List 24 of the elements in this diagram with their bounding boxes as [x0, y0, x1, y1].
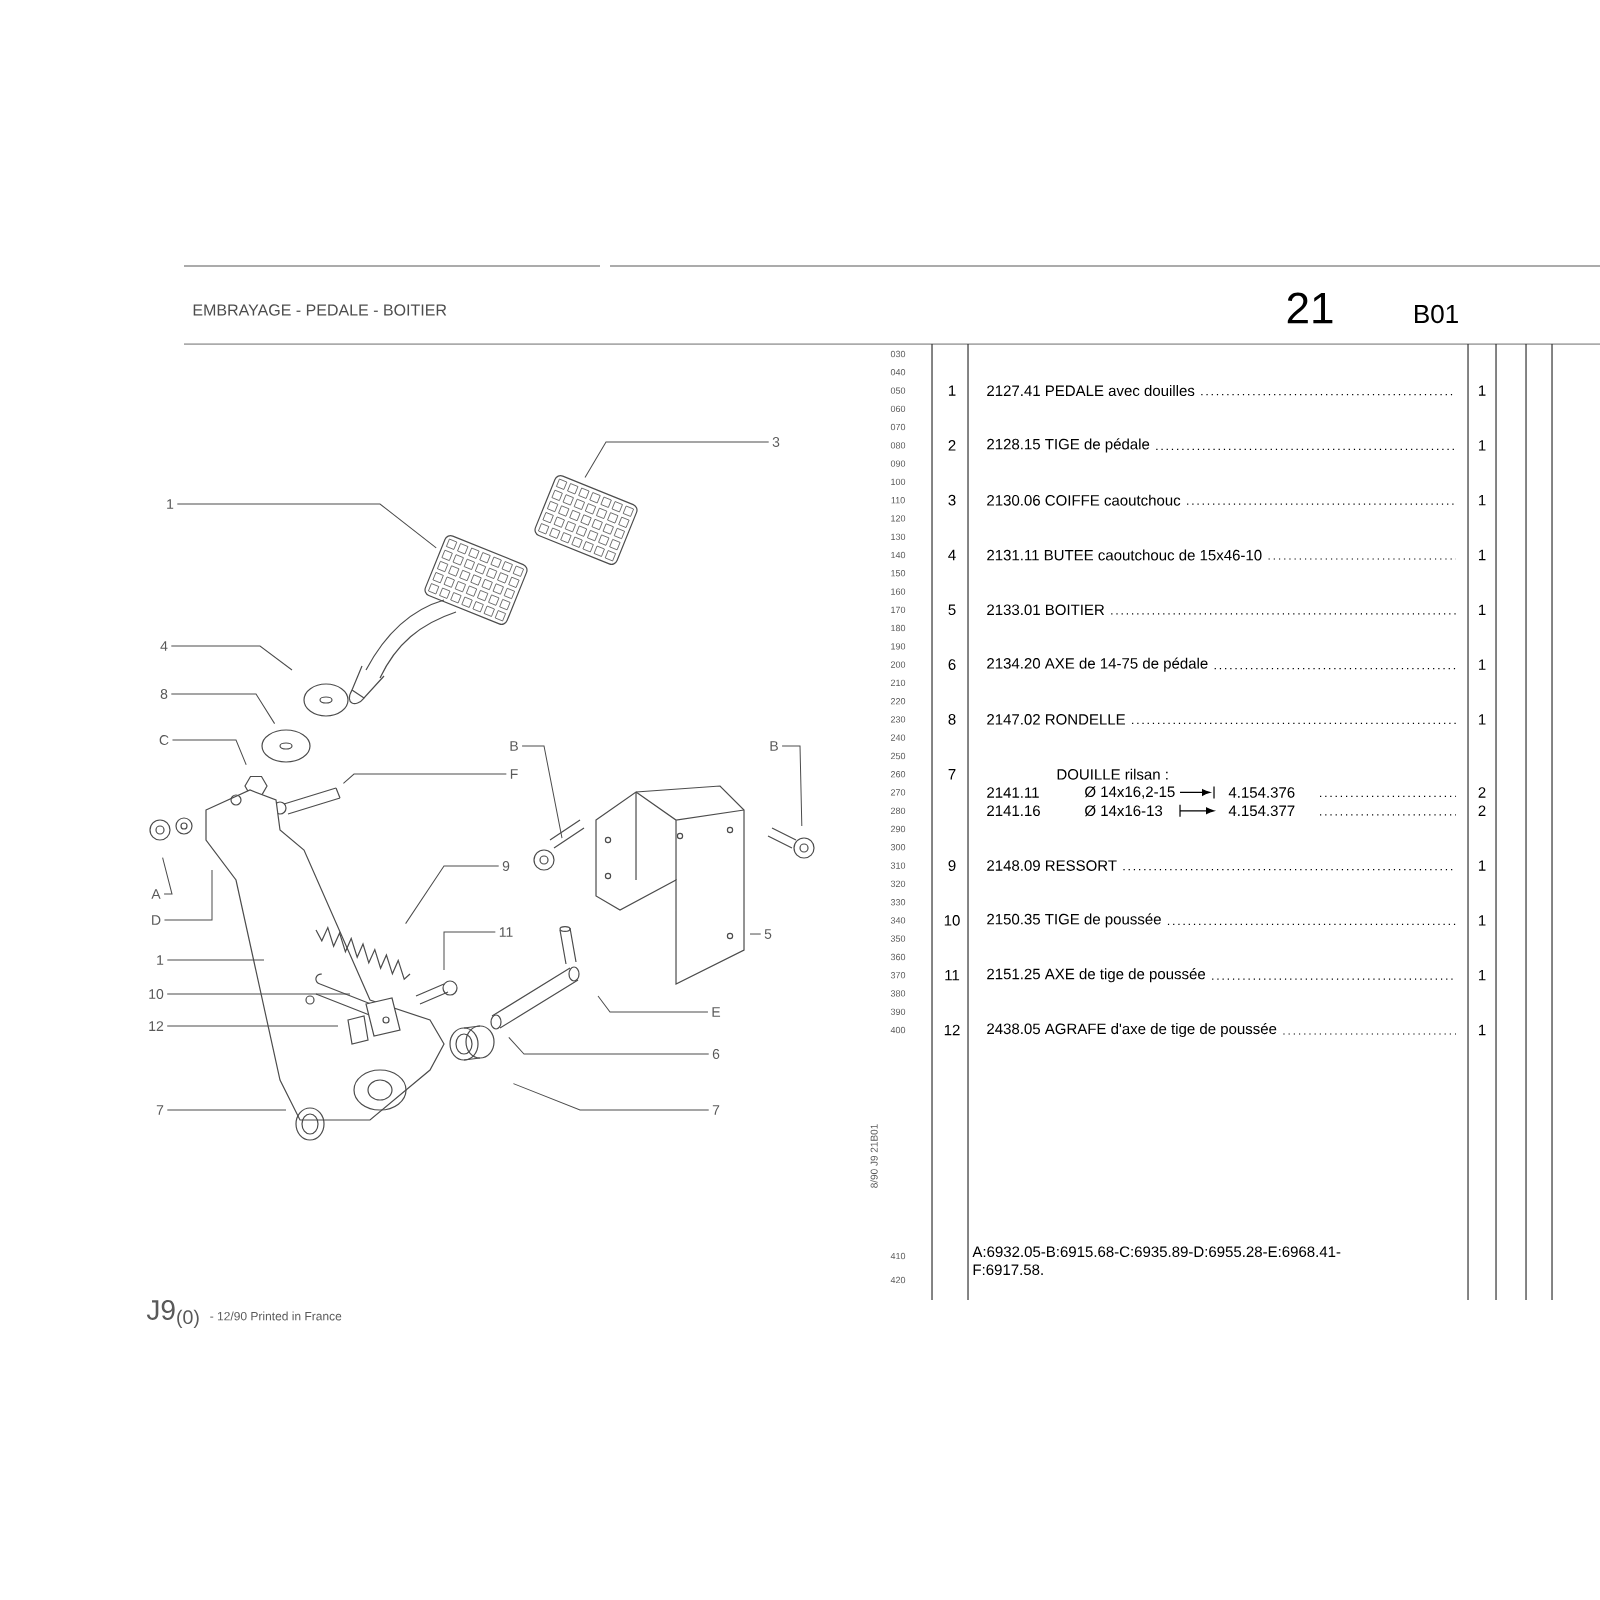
leader-line	[508, 1036, 710, 1055]
leader-line	[166, 993, 351, 995]
leader-line	[749, 933, 762, 935]
leader-line	[405, 865, 500, 925]
leader-line	[584, 441, 770, 478]
leader-line	[176, 503, 437, 549]
leader-line	[443, 931, 496, 971]
leader-line	[166, 1109, 287, 1111]
leader-line	[170, 693, 276, 725]
leader-line	[342, 773, 507, 784]
leader-line	[170, 645, 293, 671]
page-number: 21	[1287, 292, 1333, 324]
leader-line	[597, 995, 709, 1013]
leader-line	[166, 1025, 339, 1027]
leader-line	[171, 739, 247, 766]
section-code: B01	[1415, 304, 1458, 324]
leader-line	[166, 959, 265, 961]
page-title: EMBRAYAGE - PEDALE - BOITIER	[193, 304, 447, 316]
leader-line	[781, 745, 803, 827]
leader-line	[162, 857, 173, 895]
leader-line	[512, 1083, 710, 1111]
page-code: J9$_{(0)}$	[146, 1300, 199, 1328]
leader-line	[521, 745, 563, 839]
leader-line	[163, 869, 213, 921]
